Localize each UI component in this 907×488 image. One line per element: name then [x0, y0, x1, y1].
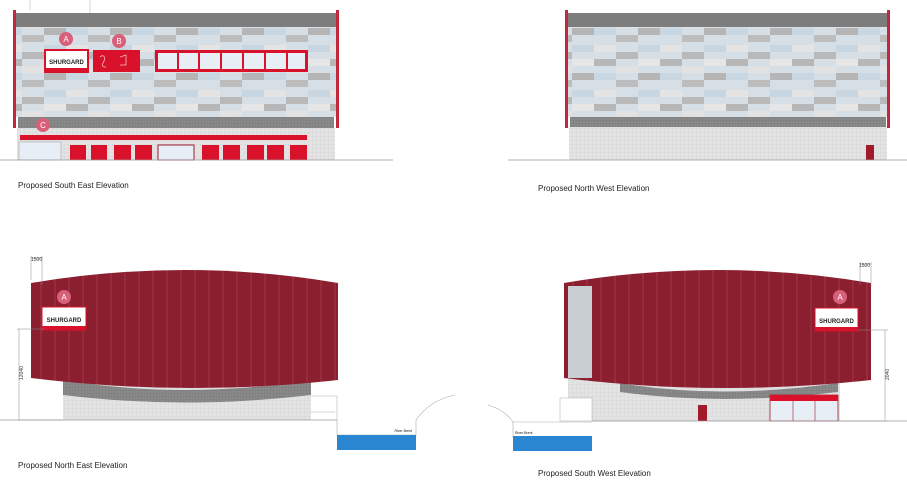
river-water [513, 436, 592, 451]
dimension-height: 2040 [885, 369, 891, 380]
roof-parapet [16, 13, 336, 27]
fascia-band [20, 135, 307, 140]
river-label: River Brent [394, 429, 412, 433]
north-west-elevation [508, 10, 907, 161]
dimension-top: 1500 [31, 257, 42, 263]
dimension-top: 1500 [859, 263, 870, 269]
caption-south-east: Proposed South East Elevation [18, 181, 129, 190]
sign-text: SHURGARD [819, 319, 854, 325]
svg-text:C: C [40, 121, 46, 130]
marker-a: A [61, 293, 67, 302]
south-east-elevation: SHURGARD A B C [0, 0, 393, 161]
marker-a: A [59, 32, 73, 46]
entrance-door [157, 144, 195, 161]
sign-b [93, 50, 140, 72]
entrance-glazing [18, 141, 62, 161]
south-west-elevation: SHURGARD A 1500 2040 River Brent [487, 262, 907, 451]
service-door [698, 405, 707, 421]
stair-tower-glazing [568, 286, 592, 378]
river-label: River Brent [515, 431, 533, 435]
north-east-elevation: SHURGARD A 1500 12040 River Brent [0, 256, 456, 450]
caption-south-west: Proposed South West Elevation [538, 469, 651, 478]
sign-text: SHURGARD [47, 318, 82, 324]
curved-cladding [31, 270, 338, 389]
sign-text: SHURGARD [49, 60, 84, 66]
dimension-height: 12040 [19, 366, 25, 380]
roller-doors [70, 145, 307, 160]
marker-a: A [837, 293, 843, 302]
river-water [337, 435, 416, 450]
marker-c: C [36, 118, 50, 132]
svg-text:B: B [116, 37, 121, 46]
caption-north-west: Proposed North West Elevation [538, 184, 650, 193]
caption-north-east: Proposed North East Elevation [18, 461, 128, 470]
svg-text:A: A [63, 35, 69, 44]
service-door [866, 145, 874, 160]
marker-b: B [112, 34, 126, 48]
